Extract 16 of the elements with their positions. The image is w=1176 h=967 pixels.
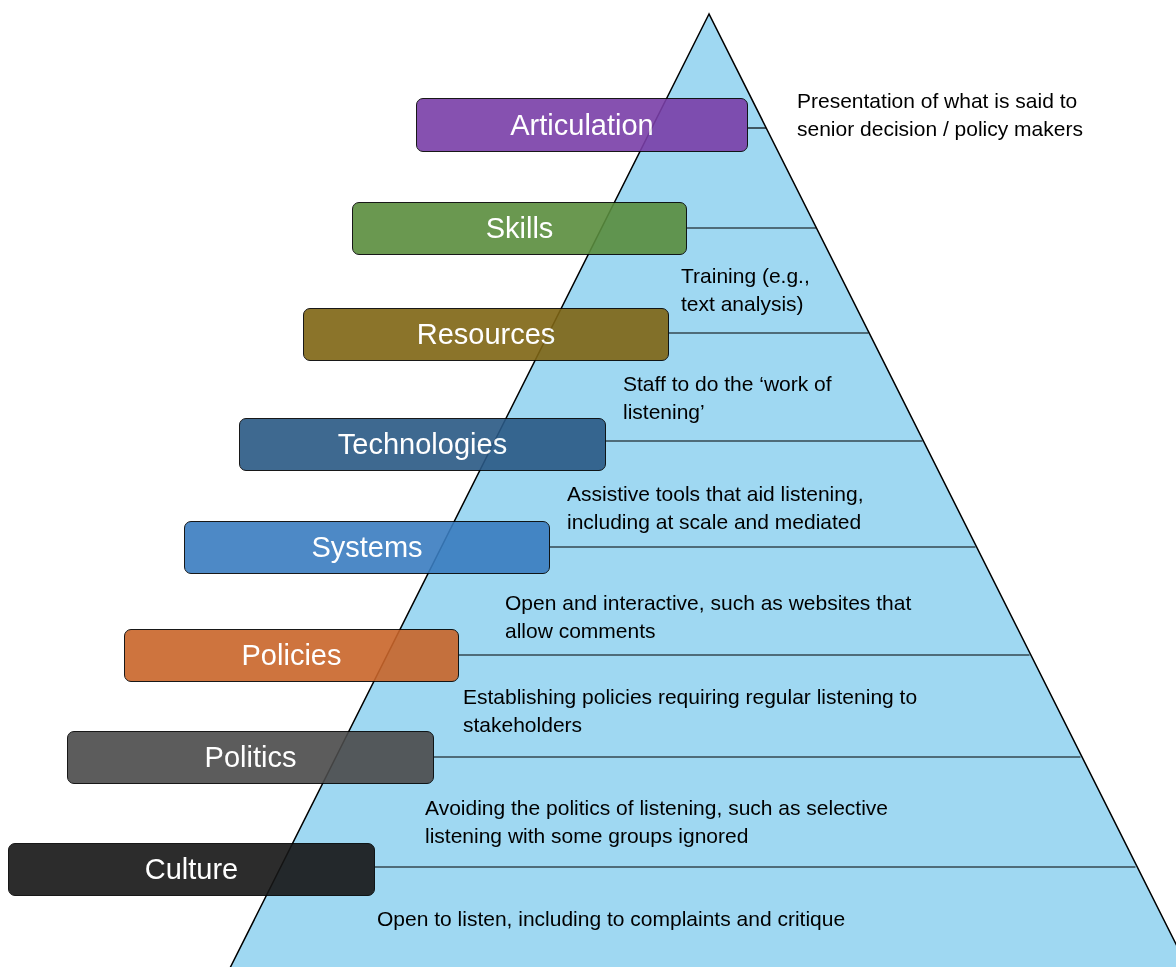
level-label: Policies xyxy=(124,629,459,682)
level-description: Training (e.g., text analysis) xyxy=(681,263,811,317)
level-label: Systems xyxy=(184,521,550,574)
level-description: Open to listen, including to complaints and critique xyxy=(377,906,847,932)
level-label: Skills xyxy=(352,202,687,255)
level-label: Technologies xyxy=(239,418,606,471)
level-label: Articulation xyxy=(416,98,748,152)
level-description: Presentation of what is said to senior decision / policy makers xyxy=(797,88,1084,142)
level-description: Open and interactive, such as websites that allow comments xyxy=(505,590,913,644)
level-label: Politics xyxy=(67,731,434,784)
level-label: Culture xyxy=(8,843,375,896)
level-description: Avoiding the politics of listening, such as selective listening with some groups ignored xyxy=(425,795,890,849)
level-description: Assistive tools that aid listening, including at scale and mediated xyxy=(567,481,865,535)
level-label: Resources xyxy=(303,308,669,361)
level-description: Staff to do the ‘work of listening’ xyxy=(623,371,833,425)
level-description: Establishing policies requiring regular listening to stakeholders xyxy=(463,684,919,738)
